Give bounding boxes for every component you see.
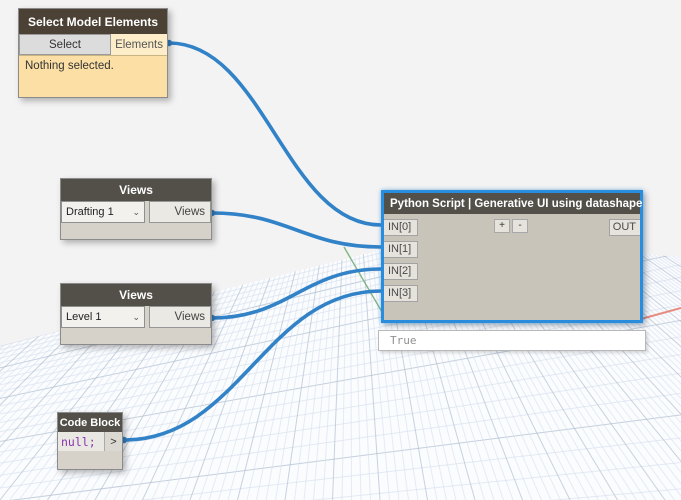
input-port-in3[interactable]: IN[3]: [384, 285, 418, 302]
chevron-down-icon: ⌄: [132, 311, 140, 322]
node-title[interactable]: Views: [61, 179, 211, 201]
node-select-model-elements[interactable]: Select Model Elements Select Elements No…: [18, 8, 168, 98]
input-port-in1[interactable]: IN[1]: [384, 241, 418, 258]
remove-input-button[interactable]: -: [512, 219, 528, 233]
node-python-script[interactable]: Python Script | Generative UI using data…: [381, 190, 643, 323]
views-dropdown[interactable]: Level 1 ⌄: [61, 306, 145, 328]
output-port-code[interactable]: >: [105, 432, 122, 451]
input-port-in0[interactable]: IN[0]: [384, 219, 418, 236]
node-title[interactable]: Code Block: [58, 413, 122, 432]
select-button[interactable]: Select: [19, 34, 111, 55]
wire-elements-to-in0[interactable]: [167, 41, 383, 227]
views-dropdown-value: Drafting 1: [66, 206, 114, 218]
code-block-row: null; >: [58, 432, 122, 451]
wire-views-level-to-in2[interactable]: [210, 267, 383, 320]
x-axis-line: [640, 307, 681, 320]
views-dropdown-value: Level 1: [66, 311, 102, 323]
add-input-button[interactable]: +: [494, 219, 510, 233]
output-port-views[interactable]: Views: [149, 306, 211, 328]
output-port-out[interactable]: OUT: [609, 219, 640, 236]
node-title[interactable]: Python Script | Generative UI using data…: [384, 193, 642, 214]
node-title[interactable]: Select Model Elements: [19, 9, 167, 34]
node-title[interactable]: Views: [61, 284, 211, 306]
preview-bubble[interactable]: True: [378, 330, 646, 351]
selection-status: Nothing selected.: [25, 60, 114, 72]
input-port-in2[interactable]: IN[2]: [384, 263, 418, 280]
wire-views-drafting-to-in1[interactable]: [210, 211, 383, 249]
node-views-drafting[interactable]: Views Drafting 1 ⌄ Views: [60, 178, 212, 240]
output-port-views[interactable]: Views: [149, 201, 211, 223]
python-node-body: IN[0] IN[1] IN[2] IN[3] + - OUT: [384, 214, 640, 320]
views-dropdown[interactable]: Drafting 1 ⌄: [61, 201, 145, 223]
select-port-row: Select Elements: [19, 34, 167, 56]
node-views-level[interactable]: Views Level 1 ⌄ Views: [60, 283, 212, 345]
y-axis-line: [343, 246, 383, 313]
output-port-elements[interactable]: Elements: [111, 34, 167, 55]
chevron-down-icon: ⌄: [132, 206, 140, 217]
wire-codeblock-to-in3[interactable]: [122, 289, 383, 442]
node-code-block[interactable]: Code Block null; >: [57, 412, 123, 470]
code-block-code[interactable]: null;: [58, 432, 105, 451]
